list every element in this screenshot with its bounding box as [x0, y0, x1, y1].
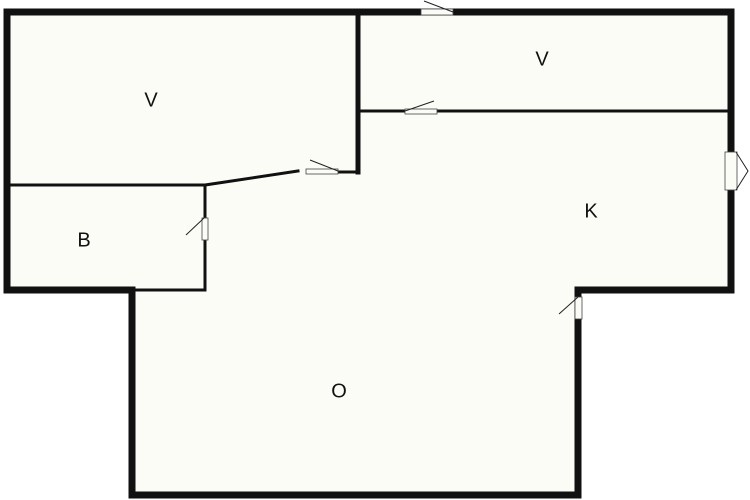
door-leaf-living-right [558, 296, 579, 315]
window-leaf-kitchen [735, 151, 749, 191]
outer-wall-outline [3, 8, 735, 499]
opening-bathroom [201, 217, 209, 241]
door-leaf-bedroom-left [309, 159, 339, 172]
room-label-bedroom-right: V [535, 48, 549, 70]
room-label-bathroom: B [77, 229, 90, 251]
floor-lower [132, 288, 578, 496]
wall-angled [203, 169, 300, 187]
door-leaf-bedroom-right [404, 100, 435, 112]
door-leaf-bathroom [185, 217, 205, 236]
openings [185, 0, 749, 320]
room-label-kitchen: K [584, 200, 598, 222]
floor-fills [7, 12, 731, 496]
room-label-living-room: O [331, 380, 347, 402]
opening-living-right [574, 296, 583, 320]
room-labels: V V K B O [77, 48, 598, 402]
outer-walls [3, 8, 735, 499]
floor-upper [7, 12, 731, 290]
window-kitchen [724, 151, 738, 191]
door-leaf-top [423, 0, 454, 13]
opening-bedroom-left [305, 168, 339, 175]
room-label-bedroom-left: V [144, 89, 158, 111]
opening-bedroom-right [404, 108, 438, 115]
